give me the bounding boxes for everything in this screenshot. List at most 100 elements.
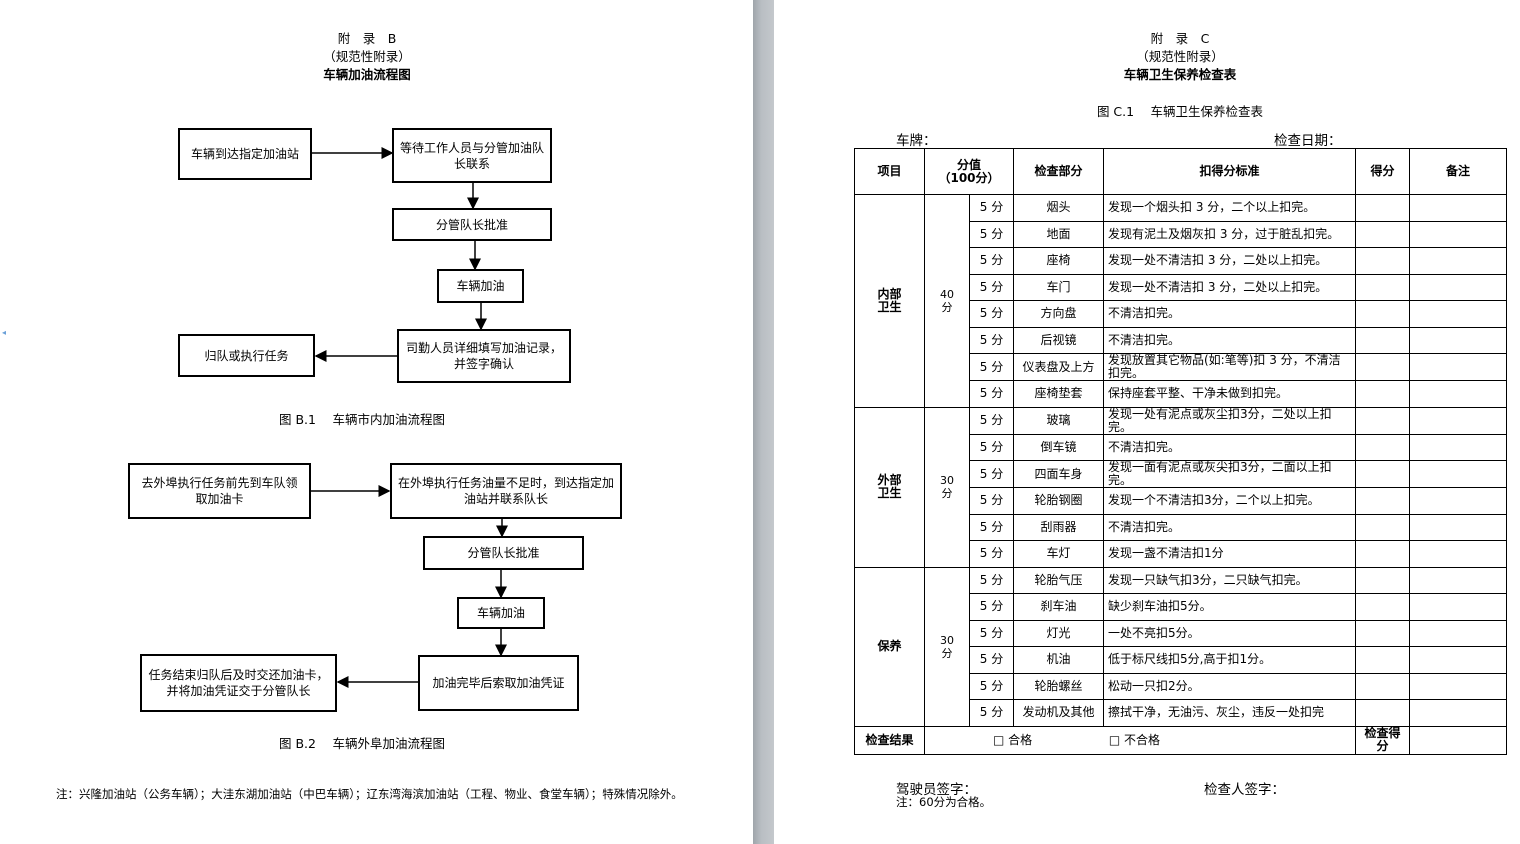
appendix-b-name: 车辆加油流程图 bbox=[323, 67, 411, 82]
row-score-cell[interactable] bbox=[1355, 540, 1410, 568]
row-part: 刮雨器 bbox=[1013, 513, 1104, 541]
row-remark-cell[interactable] bbox=[1409, 513, 1507, 541]
row-score-cell[interactable] bbox=[1355, 619, 1410, 647]
row-score-cell[interactable] bbox=[1355, 487, 1410, 515]
row-points: 5 分 bbox=[969, 353, 1014, 381]
plate-label: 车牌： bbox=[896, 133, 937, 149]
flow2-node-voucher: 加油完毕后索取加油凭证 bbox=[418, 655, 579, 711]
table-row: 5 分车门发现一处不清洁扣 3 分，二处以上扣完。 bbox=[855, 273, 1507, 301]
row-criteria: 发现一个不清洁扣3分，二个以上扣完。 bbox=[1103, 487, 1356, 515]
row-criteria: 不清洁扣完。 bbox=[1103, 513, 1356, 541]
row-score-cell[interactable] bbox=[1355, 699, 1410, 727]
row-remark-cell[interactable] bbox=[1409, 247, 1507, 275]
row-remark-cell[interactable] bbox=[1409, 194, 1507, 222]
row-part: 车灯 bbox=[1013, 540, 1104, 568]
row-score-cell[interactable] bbox=[1355, 273, 1410, 301]
row-remark-cell[interactable] bbox=[1409, 540, 1507, 568]
fail-option[interactable]: □ 不合格 bbox=[1108, 732, 1161, 747]
row-criteria: 低于标尺线扣5分,高于扣1分。 bbox=[1103, 646, 1356, 674]
row-score-cell[interactable] bbox=[1355, 326, 1410, 354]
row-part: 倒车镜 bbox=[1013, 433, 1104, 461]
row-criteria: 发现有泥土及烟灰扣 3 分，过于脏乱扣完。 bbox=[1103, 220, 1356, 248]
row-remark-cell[interactable] bbox=[1409, 326, 1507, 354]
result-label: 检查结果 bbox=[854, 725, 925, 755]
row-score-cell[interactable] bbox=[1355, 247, 1410, 275]
flow2-node-low-fuel: 在外埠执行任务油量不足时，到达指定加油站并联系队长 bbox=[390, 463, 622, 519]
row-score-cell[interactable] bbox=[1355, 194, 1410, 222]
row-points: 5 分 bbox=[969, 220, 1014, 248]
row-remark-cell[interactable] bbox=[1409, 460, 1507, 488]
row-remark-cell[interactable] bbox=[1409, 487, 1507, 515]
row-remark-cell[interactable] bbox=[1409, 699, 1507, 727]
row-criteria: 发现一处不清洁扣 3 分，二处以上扣完。 bbox=[1103, 273, 1356, 301]
row-score-cell[interactable] bbox=[1355, 406, 1410, 435]
row-points: 5 分 bbox=[969, 487, 1014, 515]
row-criteria: 保持座套平整、干净未做到扣完。 bbox=[1103, 380, 1356, 408]
row-remark-cell[interactable] bbox=[1409, 646, 1507, 674]
row-remark-cell[interactable] bbox=[1409, 433, 1507, 461]
row-part: 烟头 bbox=[1013, 194, 1104, 222]
row-remark-cell[interactable] bbox=[1409, 273, 1507, 301]
row-part: 玻璃 bbox=[1013, 406, 1104, 435]
row-part: 四面车身 bbox=[1013, 460, 1104, 488]
row-remark-cell[interactable] bbox=[1409, 672, 1507, 700]
row-remark-cell[interactable] bbox=[1409, 593, 1507, 621]
row-score-cell[interactable] bbox=[1355, 566, 1410, 594]
pass-option[interactable]: □ 合格 bbox=[993, 732, 1033, 747]
row-remark-cell[interactable] bbox=[1409, 380, 1507, 408]
row-criteria: 发现一处不清洁扣 3 分，二处以上扣完。 bbox=[1103, 247, 1356, 275]
row-score-cell[interactable] bbox=[1355, 220, 1410, 248]
flow2-caption: 图 B.2 车辆外阜加油流程图 bbox=[279, 736, 445, 751]
row-remark-cell[interactable] bbox=[1409, 566, 1507, 594]
row-criteria: 发现一盏不清洁扣1分 bbox=[1103, 540, 1356, 568]
score-value[interactable] bbox=[1409, 725, 1507, 755]
table-row: 5 分车灯发现一盏不清洁扣1分 bbox=[855, 540, 1507, 568]
row-score-cell[interactable] bbox=[1355, 646, 1410, 674]
row-remark-cell[interactable] bbox=[1409, 300, 1507, 328]
appendix-c-subtitle: （规范性附录） bbox=[1136, 49, 1224, 64]
table-row: 5 分后视镜不清洁扣完。 bbox=[855, 326, 1507, 354]
row-score-cell[interactable] bbox=[1355, 353, 1410, 381]
right-page: 附 录 C （规范性附录） 车辆卫生保养检查表 图 C.1 车辆卫生保养检查表 … bbox=[774, 0, 1520, 844]
appendix-b-subtitle: （规范性附录） bbox=[323, 49, 411, 64]
row-part: 机油 bbox=[1013, 646, 1104, 674]
flow2-node-get-card: 去外埠执行任务前先到车队领取加油卡 bbox=[128, 463, 311, 519]
flow1-caption: 图 B.1 车辆市内加油流程图 bbox=[279, 412, 445, 427]
row-score-cell[interactable] bbox=[1355, 380, 1410, 408]
page-gutter bbox=[753, 0, 774, 844]
row-points: 5 分 bbox=[969, 699, 1014, 727]
row-points: 5 分 bbox=[969, 273, 1014, 301]
inspector-sign-label: 检查人签字： bbox=[1204, 782, 1285, 798]
header-got: 得分 bbox=[1355, 148, 1410, 195]
table-row: 5 分四面车身发现一面有泥点或灰尖扣3分，二面以上扣完。 bbox=[855, 460, 1507, 488]
row-criteria: 不清洁扣完。 bbox=[1103, 326, 1356, 354]
row-part: 后视镜 bbox=[1013, 326, 1104, 354]
table-row: 5 分轮胎钢圈发现一个不清洁扣3分，二个以上扣完。 bbox=[855, 487, 1507, 515]
page-marker-icon: ◂ bbox=[2, 328, 7, 337]
row-remark-cell[interactable] bbox=[1409, 619, 1507, 647]
row-score-cell[interactable] bbox=[1355, 300, 1410, 328]
row-points: 5 分 bbox=[969, 593, 1014, 621]
row-remark-cell[interactable] bbox=[1409, 220, 1507, 248]
row-score-cell[interactable] bbox=[1355, 433, 1410, 461]
footnote-stations: 注：兴隆加油站（公务车辆）；大洼东湖加油站（中巴车辆）；辽东湾海滨加油站（工程、… bbox=[56, 787, 683, 801]
row-score-cell[interactable] bbox=[1355, 513, 1410, 541]
row-remark-cell[interactable] bbox=[1409, 406, 1507, 435]
row-remark-cell[interactable] bbox=[1409, 353, 1507, 381]
row-points: 5 分 bbox=[969, 672, 1014, 700]
row-score-cell[interactable] bbox=[1355, 593, 1410, 621]
row-criteria: 不清洁扣完。 bbox=[1103, 433, 1356, 461]
row-score-cell[interactable] bbox=[1355, 460, 1410, 488]
group-name: 内部卫生 bbox=[854, 194, 925, 408]
row-score-cell[interactable] bbox=[1355, 672, 1410, 700]
table-title: 图 C.1 车辆卫生保养检查表 bbox=[1096, 104, 1264, 119]
date-label: 检查日期： bbox=[1274, 133, 1342, 149]
table-row: 5 分发动机及其他擦拭干净，无油污、灰尘，违反一处扣完 bbox=[855, 699, 1507, 727]
score-label: 检查得分 bbox=[1355, 725, 1410, 755]
row-part: 仪表盘及上方 bbox=[1013, 353, 1104, 381]
row-points: 5 分 bbox=[969, 406, 1014, 435]
